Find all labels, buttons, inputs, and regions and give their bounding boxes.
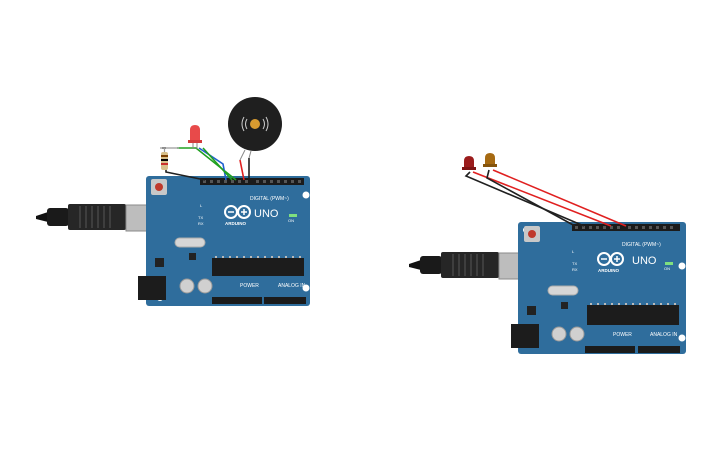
power-label: POWER: [613, 332, 632, 338]
led-dark-red[interactable]: [462, 156, 476, 170]
usb-plug-icon[interactable]: [36, 204, 157, 232]
wires-right[interactable]: [464, 169, 627, 227]
analog-label: ANALOG IN: [650, 332, 678, 338]
arduino-board-left[interactable]: DIGITAL (PWM~) UNO ARDUINO L TX RX ON: [138, 176, 310, 306]
brand-label: UNO: [632, 255, 657, 267]
circuit-left: DIGITAL (PWM~) UNO ARDUINO L TX RX ON: [36, 97, 310, 306]
arduino-logo-icon: [597, 252, 624, 266]
arduino-logo-icon: [224, 205, 251, 219]
digital-label: DIGITAL (PWM~): [250, 196, 289, 202]
power-jack: [138, 276, 166, 300]
maker-label: ARDUINO: [598, 268, 619, 273]
l-led-label: L: [572, 249, 575, 254]
digital-header: [572, 224, 680, 231]
crystal: [547, 285, 579, 296]
power-label: POWER: [240, 283, 259, 289]
reset-button-icon[interactable]: [524, 226, 540, 242]
digital-label: DIGITAL (PWM~): [622, 242, 661, 248]
rx-label: RX: [572, 267, 578, 272]
resistor[interactable]: [160, 147, 179, 170]
reset-button-icon[interactable]: [151, 179, 167, 195]
crystal: [174, 237, 206, 248]
on-label: ON: [288, 218, 294, 223]
led-amber[interactable]: [483, 153, 497, 167]
tx-label: TX: [198, 215, 203, 220]
digital-header: [200, 178, 304, 185]
rx-label: RX: [198, 221, 204, 226]
analog-label: ANALOG IN: [278, 283, 306, 289]
power-jack: [511, 324, 539, 348]
atmega-chip: [212, 258, 304, 276]
l-led-label: L: [200, 203, 203, 208]
brand-label: UNO: [254, 208, 279, 220]
analog-header: [638, 346, 680, 353]
power-header: [585, 346, 635, 353]
on-led: [289, 214, 297, 217]
arduino-board-right[interactable]: DIGITAL (PWM~) UNO ARDUINO L TX RX ON: [511, 222, 686, 354]
analog-header: [264, 297, 306, 304]
led-red[interactable]: [188, 125, 202, 149]
power-header: [212, 297, 262, 304]
piezo-buzzer[interactable]: [228, 97, 282, 161]
on-label: ON: [664, 266, 670, 271]
maker-label: ARDUINO: [225, 221, 246, 226]
tx-label: TX: [572, 261, 577, 266]
atmega-chip: [587, 305, 679, 325]
sound-wave-icon: [241, 116, 269, 132]
circuit-right: DIGITAL (PWM~) UNO ARDUINO L TX RX ON: [409, 153, 686, 354]
on-led: [665, 262, 673, 265]
wires-left[interactable]: [162, 147, 250, 181]
